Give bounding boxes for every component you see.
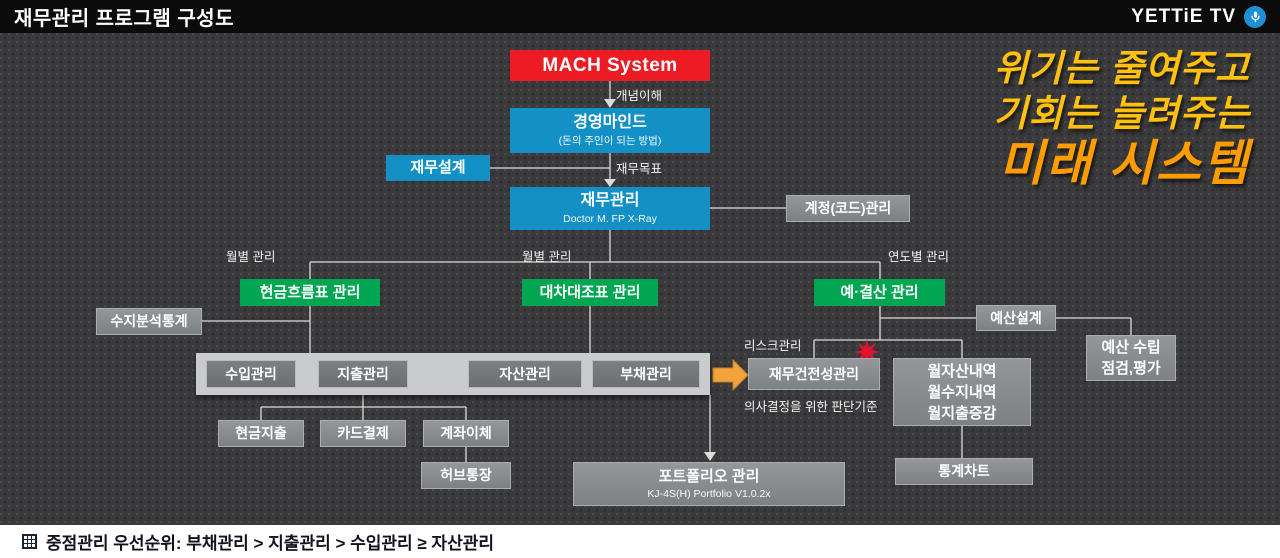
priority-note: 중점관리 우선순위: 부채관리 > 지출관리 > 수입관리 ≥ 자산관리 <box>46 534 494 553</box>
edge-label-monthly-1: 월별 관리 <box>226 250 276 264</box>
node-asset-management: 자산관리 <box>468 360 582 388</box>
slogan-line-2: 기회는 늘려주는 <box>993 93 1250 134</box>
node-hub-account: 허브통장 <box>421 462 511 489</box>
node-cash-expense: 현금지출 <box>218 420 304 447</box>
brand-text: YETTiE TV <box>1131 5 1236 27</box>
node-financial-health-management: 재무건전성관리 <box>748 358 880 390</box>
edge-label-decision-criteria: 의사결정을 위한 판단기준 <box>744 400 878 414</box>
node-mach-system: MACH System <box>510 50 710 81</box>
node-label: 예산설계 <box>990 309 1042 326</box>
node-label: 부채관리 <box>620 365 672 382</box>
node-cashflow-statement-management: 현금흐름표 관리 <box>240 279 380 306</box>
slogan: 위기는 줄여주고 기회는 늘려주는 미래 시스템 <box>993 46 1250 193</box>
node-financial-management: 재무관리 Doctor M. FP X-Ray <box>510 187 710 230</box>
node-label: 허브통장 <box>440 467 492 484</box>
node-budget-settlement-management: 예·결산 관리 <box>814 279 945 306</box>
node-label: 지출관리 <box>337 365 389 382</box>
node-label: 수입관리 <box>225 365 277 382</box>
slogan-line-1: 위기는 줄여주고 <box>993 48 1250 89</box>
node-budget-design: 예산설계 <box>976 305 1056 331</box>
node-line: 예산 수립 <box>1101 339 1161 356</box>
node-label: 현금지출 <box>235 425 287 442</box>
node-account-code-management: 계정(코드)관리 <box>786 195 910 222</box>
node-label: 계정(코드)관리 <box>804 200 892 217</box>
bottom-bar: 중점관리 우선순위: 부채관리 > 지출관리 > 수입관리 ≥ 자산관리 <box>0 525 1280 558</box>
node-budget-plan-review: 예산 수립 점검,평가 <box>1086 335 1176 381</box>
node-debt-management: 부채관리 <box>592 360 700 388</box>
node-monthly-details: 월자산내역 월수지내역 월지출증감 <box>893 358 1031 426</box>
node-account-transfer: 계좌이체 <box>423 420 509 447</box>
node-label: 대차대조표 관리 <box>539 283 641 301</box>
node-expense-management: 지출관리 <box>318 360 408 388</box>
node-label: 포트폴리오 관리 <box>658 468 760 486</box>
node-label: 계좌이체 <box>440 425 492 442</box>
node-label: 예·결산 관리 <box>840 283 919 301</box>
microphone-icon <box>1244 5 1266 28</box>
edge-label-monthly-2: 월별 관리 <box>522 250 572 264</box>
grid-icon <box>22 534 37 549</box>
edge-label-financial-goal: 재무목표 <box>616 162 663 176</box>
node-label: 통계차트 <box>938 463 990 480</box>
edge-label-yearly: 연도별 관리 <box>888 250 949 264</box>
node-stats-chart: 통계차트 <box>895 458 1033 485</box>
node-card-payment: 카드결제 <box>320 420 406 447</box>
node-label: 자산관리 <box>499 365 551 382</box>
node-label: 경영마인드 <box>573 114 647 132</box>
node-line: 월자산내역 <box>927 362 997 380</box>
node-sublabel: Doctor M. FP X-Ray <box>563 212 657 225</box>
node-balance-analysis-stats: 수지분석통계 <box>96 308 202 335</box>
node-portfolio-management: 포트폴리오 관리 KJ-4S(H) Portfolio V1.0.2x <box>573 462 845 506</box>
node-label: MACH System <box>542 54 678 76</box>
node-label: 카드결제 <box>337 425 389 442</box>
node-management-mindset: 경영마인드 (돈의 주인이 되는 방법) <box>510 108 710 153</box>
node-label: 재무설계 <box>410 159 466 177</box>
top-bar: 재무관리 프로그램 구성도 YETTiE TV <box>0 0 1280 33</box>
page-title: 재무관리 프로그램 구성도 <box>14 8 235 30</box>
node-label: 재무건전성관리 <box>768 365 860 382</box>
node-line: 월수지내역 <box>927 383 997 401</box>
node-sublabel: KJ-4S(H) Portfolio V1.0.2x <box>647 487 771 500</box>
node-label: 수지분석통계 <box>110 313 188 330</box>
node-line: 점검,평가 <box>1101 360 1161 377</box>
edge-label-risk: 리스크관리 <box>744 339 802 353</box>
edge-label-concept: 개념이해 <box>616 89 663 103</box>
slogan-line-3: 미래 시스템 <box>998 137 1250 191</box>
node-balance-sheet-management: 대차대조표 관리 <box>522 279 658 306</box>
node-income-management: 수입관리 <box>206 360 296 388</box>
brand: YETTiE TV <box>1131 5 1266 28</box>
node-line: 월지출증감 <box>927 404 997 422</box>
node-label: 현금흐름표 관리 <box>259 283 361 301</box>
node-sublabel: (돈의 주인이 되는 방법) <box>558 134 662 147</box>
node-label: 재무관리 <box>580 192 640 210</box>
node-financial-design: 재무설계 <box>386 155 490 181</box>
